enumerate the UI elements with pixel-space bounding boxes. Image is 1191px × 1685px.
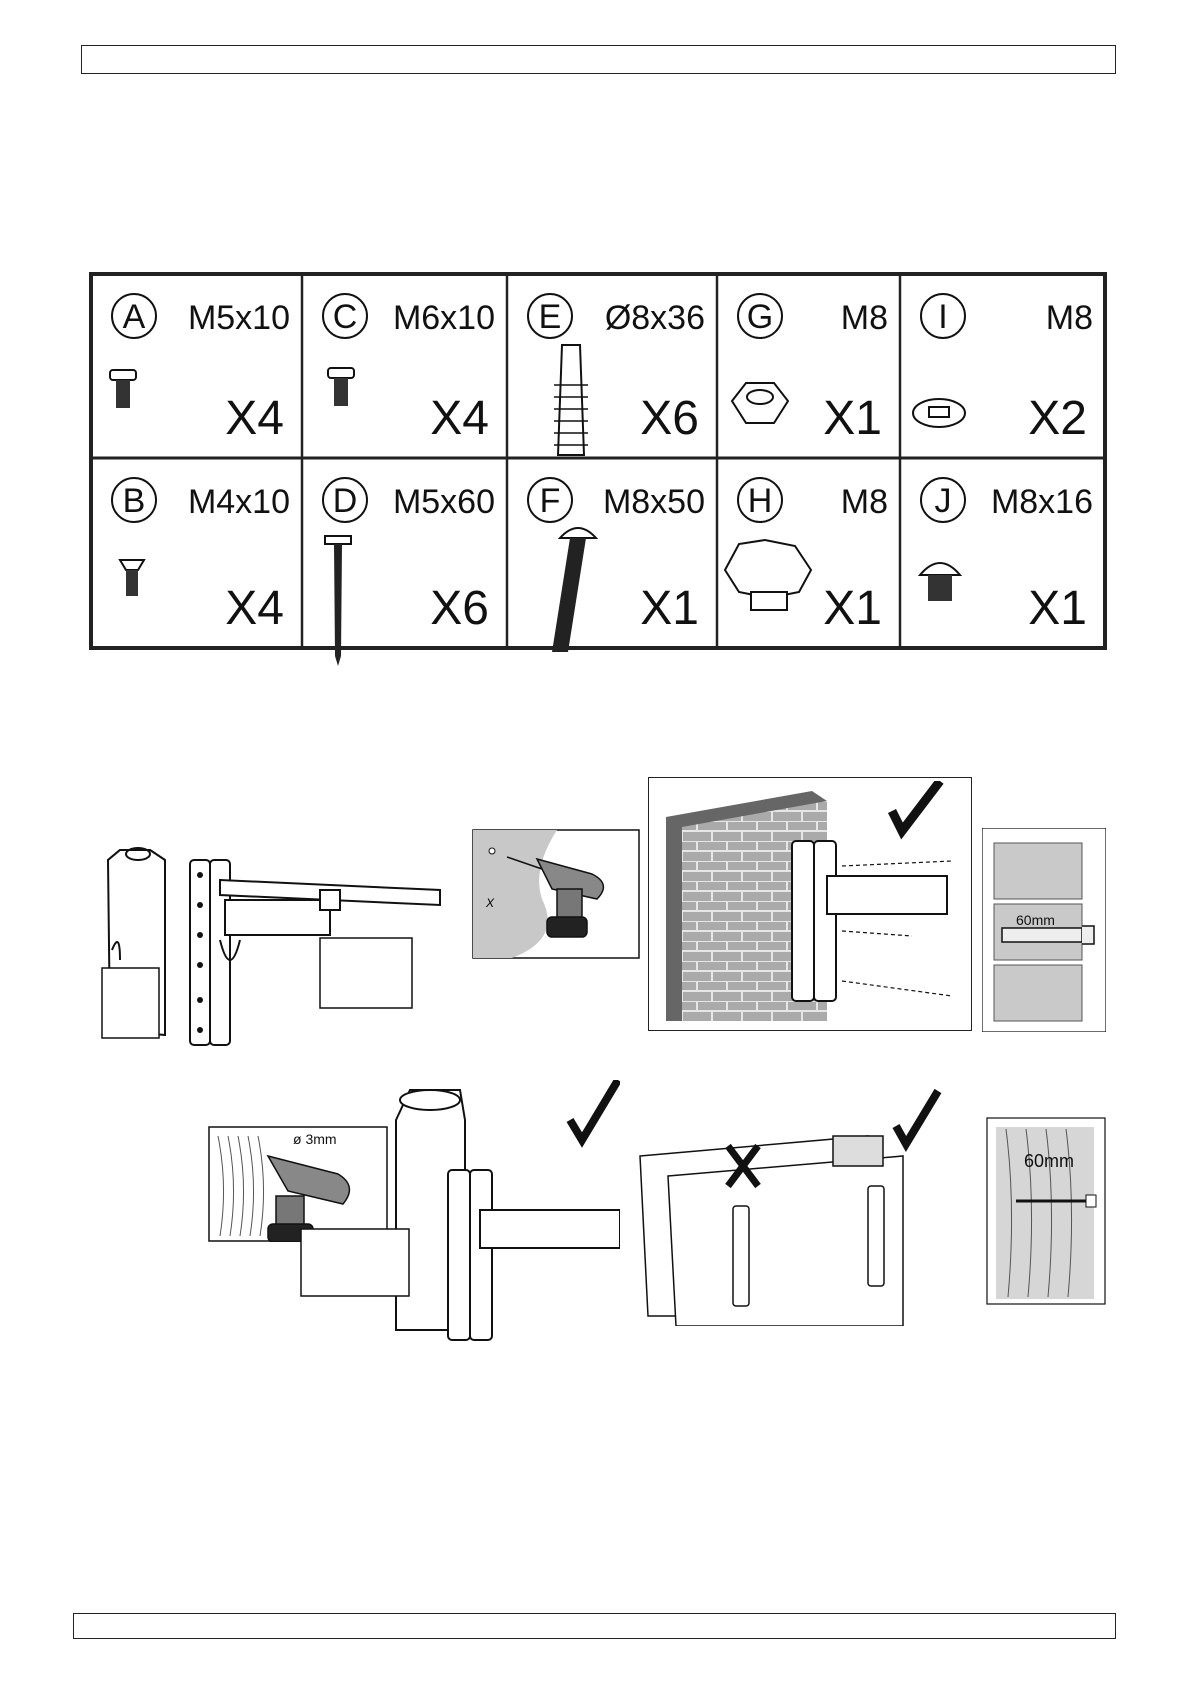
part-letter: B	[123, 482, 146, 520]
part-letter: J	[935, 482, 952, 520]
part-quantity: X1	[1028, 582, 1087, 635]
part-size: M6x10	[393, 299, 495, 337]
brick-plug-detail: 60mm	[982, 828, 1106, 1032]
part-quantity: X1	[640, 582, 699, 635]
part-size: M8	[841, 299, 888, 337]
part-letter: G	[747, 298, 773, 336]
short-carriage-bolt-icon	[920, 563, 960, 601]
part-letter: C	[333, 298, 358, 336]
part-size: M8	[1046, 299, 1093, 337]
part-quantity: X4	[225, 582, 284, 635]
part-letter: F	[540, 482, 561, 520]
countersunk-screw-icon	[120, 560, 144, 596]
part-letter: D	[333, 482, 358, 520]
wood-screw-icon	[325, 536, 351, 666]
part-size: Ø8x36	[605, 299, 705, 337]
brick-plug-depth-label: 60mm	[1016, 912, 1055, 928]
wall-plug-icon	[554, 345, 588, 455]
wood-screw-depth-label: 60mm	[1024, 1151, 1074, 1171]
header-box	[81, 45, 1116, 74]
lock-nut-icon	[732, 383, 788, 423]
drill-wall-illustration: X	[472, 829, 640, 959]
part-letter: I	[938, 298, 947, 336]
footer-box	[73, 1613, 1116, 1639]
part-quantity: X4	[430, 392, 489, 445]
star-knob-icon	[725, 540, 811, 610]
brick-wall-mount-illustration	[652, 781, 970, 1029]
part-size: M4x10	[188, 483, 290, 521]
part-letter: A	[123, 298, 146, 336]
part-quantity: X6	[640, 392, 699, 445]
part-size: M5x60	[393, 483, 495, 521]
square-washer-icon	[913, 399, 965, 427]
part-quantity: X1	[823, 392, 882, 445]
part-quantity: X1	[823, 582, 882, 635]
svg-text:X: X	[485, 896, 495, 910]
part-size: M5x10	[188, 299, 290, 337]
part-size: M8	[841, 483, 888, 521]
wood-post-mount-illustration	[300, 1080, 620, 1360]
parts-table-frame	[91, 274, 1105, 648]
carriage-bolt-icon	[552, 528, 596, 652]
board-vs-post-illustration	[638, 1086, 978, 1326]
wood-screw-detail: 60mm	[986, 1117, 1106, 1305]
screw-icon	[328, 368, 354, 406]
part-quantity: X4	[225, 392, 284, 445]
part-size: M8x16	[991, 483, 1093, 521]
part-letter: H	[748, 482, 773, 520]
part-quantity: X6	[430, 582, 489, 635]
small-screw-icon	[110, 370, 136, 408]
bracket-on-post-illustration	[90, 830, 460, 1050]
part-letter: E	[539, 298, 562, 336]
part-quantity: X2	[1028, 392, 1087, 445]
part-size: M8x50	[603, 483, 705, 521]
